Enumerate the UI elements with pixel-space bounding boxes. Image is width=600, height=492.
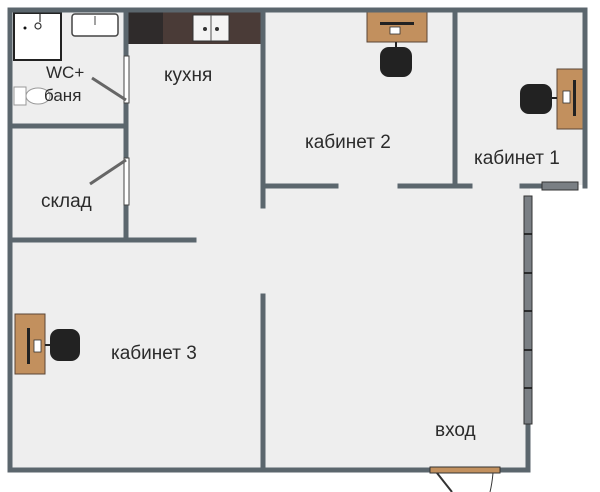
room-label-office3: кабинет 3: [111, 343, 197, 364]
chair-icon: [50, 329, 80, 361]
shower-icon: [13, 12, 62, 61]
bathroom-sink-icon: [71, 13, 119, 37]
toilet-icon: [13, 86, 51, 106]
room-label-kitchen: кухня: [164, 65, 213, 86]
desk-office2: [366, 11, 428, 47]
door-storage: [89, 157, 130, 206]
entrance-door: [429, 466, 501, 492]
door-wc: [91, 55, 130, 104]
room-label-office1: кабинет 1: [474, 148, 560, 169]
room-label-storage: склад: [41, 191, 92, 212]
chair-icon: [380, 47, 412, 77]
desk-office3: [14, 313, 51, 375]
room-label-wc-line2: баня: [44, 86, 82, 105]
sink-icon: [192, 14, 230, 42]
room-label-office2: кабинет 2: [305, 132, 391, 153]
floor-area: [10, 10, 585, 470]
room-label-wc-line1: WC+: [46, 63, 85, 82]
desk-office1: [552, 68, 588, 130]
windows: [523, 181, 579, 425]
room-label-entrance: вход: [435, 420, 476, 441]
walls: [7, 7, 588, 473]
kitchen-counter: [128, 12, 263, 44]
chair-icon: [520, 84, 552, 114]
